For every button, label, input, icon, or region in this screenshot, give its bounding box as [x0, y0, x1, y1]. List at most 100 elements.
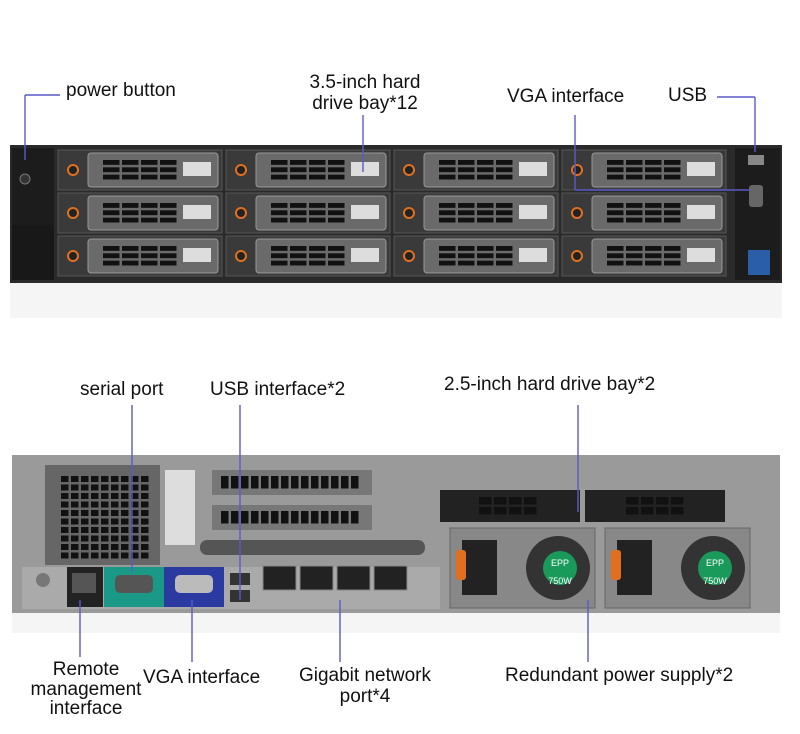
drive-vent: [626, 160, 643, 165]
drive-vent: [271, 210, 288, 216]
drive-vent: [103, 210, 120, 216]
front-reflection: [10, 283, 782, 318]
vga-port-icon: [175, 575, 213, 593]
pcie-vent: [281, 476, 289, 489]
drive-vent: [664, 260, 681, 266]
drive-label: [183, 205, 211, 219]
rear-reflection: [12, 613, 780, 633]
grille-hole: [111, 501, 119, 508]
front-vga-port-icon: [749, 185, 763, 207]
label-network-port: Gigabit network port*4: [285, 665, 445, 707]
grille-hole: [61, 493, 69, 499]
drive-vent: [458, 246, 475, 251]
grille-hole: [141, 527, 149, 533]
drive-vent: [160, 217, 177, 223]
drive-vent: [141, 203, 158, 208]
grille-hole: [81, 535, 89, 542]
drive-release-icon: [403, 250, 415, 262]
drive-vent: [160, 246, 177, 251]
grille-hole: [111, 552, 119, 559]
drive-vent: [271, 203, 288, 208]
pcie-vent: [221, 511, 229, 524]
drive-label: [351, 248, 379, 262]
drive-vent: [328, 203, 345, 208]
drive-vent: [439, 210, 456, 216]
grille-hole: [91, 535, 99, 542]
drive-vent: [328, 253, 345, 259]
grille-hole: [91, 484, 99, 491]
drive-vent: [477, 160, 494, 165]
grille-hole: [91, 544, 99, 550]
drive-vent: [477, 210, 494, 216]
drive-vent: [664, 160, 681, 165]
drive-vent: [458, 253, 475, 259]
drive-vent: [328, 210, 345, 216]
drive-vent: [328, 217, 345, 223]
grille-hole: [121, 484, 129, 491]
psu-watt-text: 750W: [548, 576, 572, 586]
drive-vent: [664, 246, 681, 251]
drive-vent: [328, 167, 345, 173]
grille-hole: [81, 510, 89, 516]
grille-hole: [141, 535, 149, 542]
drive-vent: [477, 174, 494, 180]
drive-vent: [607, 253, 624, 259]
grille-hole: [101, 484, 109, 491]
drive-release-icon: [571, 164, 583, 176]
psu-badge-text: EPP: [551, 558, 569, 568]
grille-hole: [81, 518, 89, 525]
drive-vent: [328, 260, 345, 266]
label-line: drive bay*12: [312, 93, 418, 114]
pcie-vent: [341, 511, 349, 524]
grille-hole: [101, 552, 109, 559]
pcie-vent: [351, 476, 359, 489]
drive-label: [351, 205, 379, 219]
grille-hole: [91, 518, 99, 525]
drive-release-icon: [67, 250, 79, 262]
drive-vent: [290, 260, 307, 266]
grille-hole: [71, 527, 79, 533]
drive-vent: [103, 217, 120, 223]
grille-hole: [81, 484, 89, 491]
grille-hole: [131, 544, 139, 550]
grille-hole: [91, 510, 99, 516]
drive-release-icon: [403, 207, 415, 219]
label-front-vga: VGA interface: [507, 86, 625, 107]
drive-vent: [479, 507, 492, 515]
drive-vent: [664, 210, 681, 216]
drive-vent: [122, 203, 139, 208]
drive-vent: [645, 260, 662, 266]
drive-vent: [160, 167, 177, 173]
label-rear-drive-bay: 2.5-inch hard drive bay*2: [444, 374, 656, 395]
drive-vent: [496, 210, 513, 216]
drive-vent: [477, 203, 494, 208]
pcie-vent: [301, 476, 309, 489]
grille-hole: [131, 535, 139, 542]
drive-vent: [458, 210, 475, 216]
grille-hole: [131, 510, 139, 516]
grille-hole: [131, 501, 139, 508]
pcie-vent: [291, 476, 299, 489]
psu-latch: [456, 550, 466, 580]
grille-hole: [121, 518, 129, 525]
drive-vent: [309, 167, 326, 173]
drive-vent: [290, 167, 307, 173]
drive-vent: [607, 167, 624, 173]
grille-hole: [141, 552, 149, 559]
drive-label: [351, 162, 379, 176]
drive-vent: [103, 246, 120, 251]
pcie-vent: [241, 476, 249, 489]
drive-vent: [160, 260, 177, 266]
drive-release-icon: [235, 164, 247, 176]
pcie-vent: [261, 476, 269, 489]
serial-port-icon: [115, 575, 153, 593]
drive-vent: [309, 210, 326, 216]
drive-vent: [122, 167, 139, 173]
grille-hole: [111, 527, 119, 533]
grille-hole: [131, 493, 139, 499]
drive-vent: [524, 497, 537, 505]
label-rear-vga: VGA interface: [143, 667, 261, 688]
grille-hole: [81, 501, 89, 508]
drive-vent: [141, 253, 158, 259]
grille-hole: [71, 544, 79, 550]
